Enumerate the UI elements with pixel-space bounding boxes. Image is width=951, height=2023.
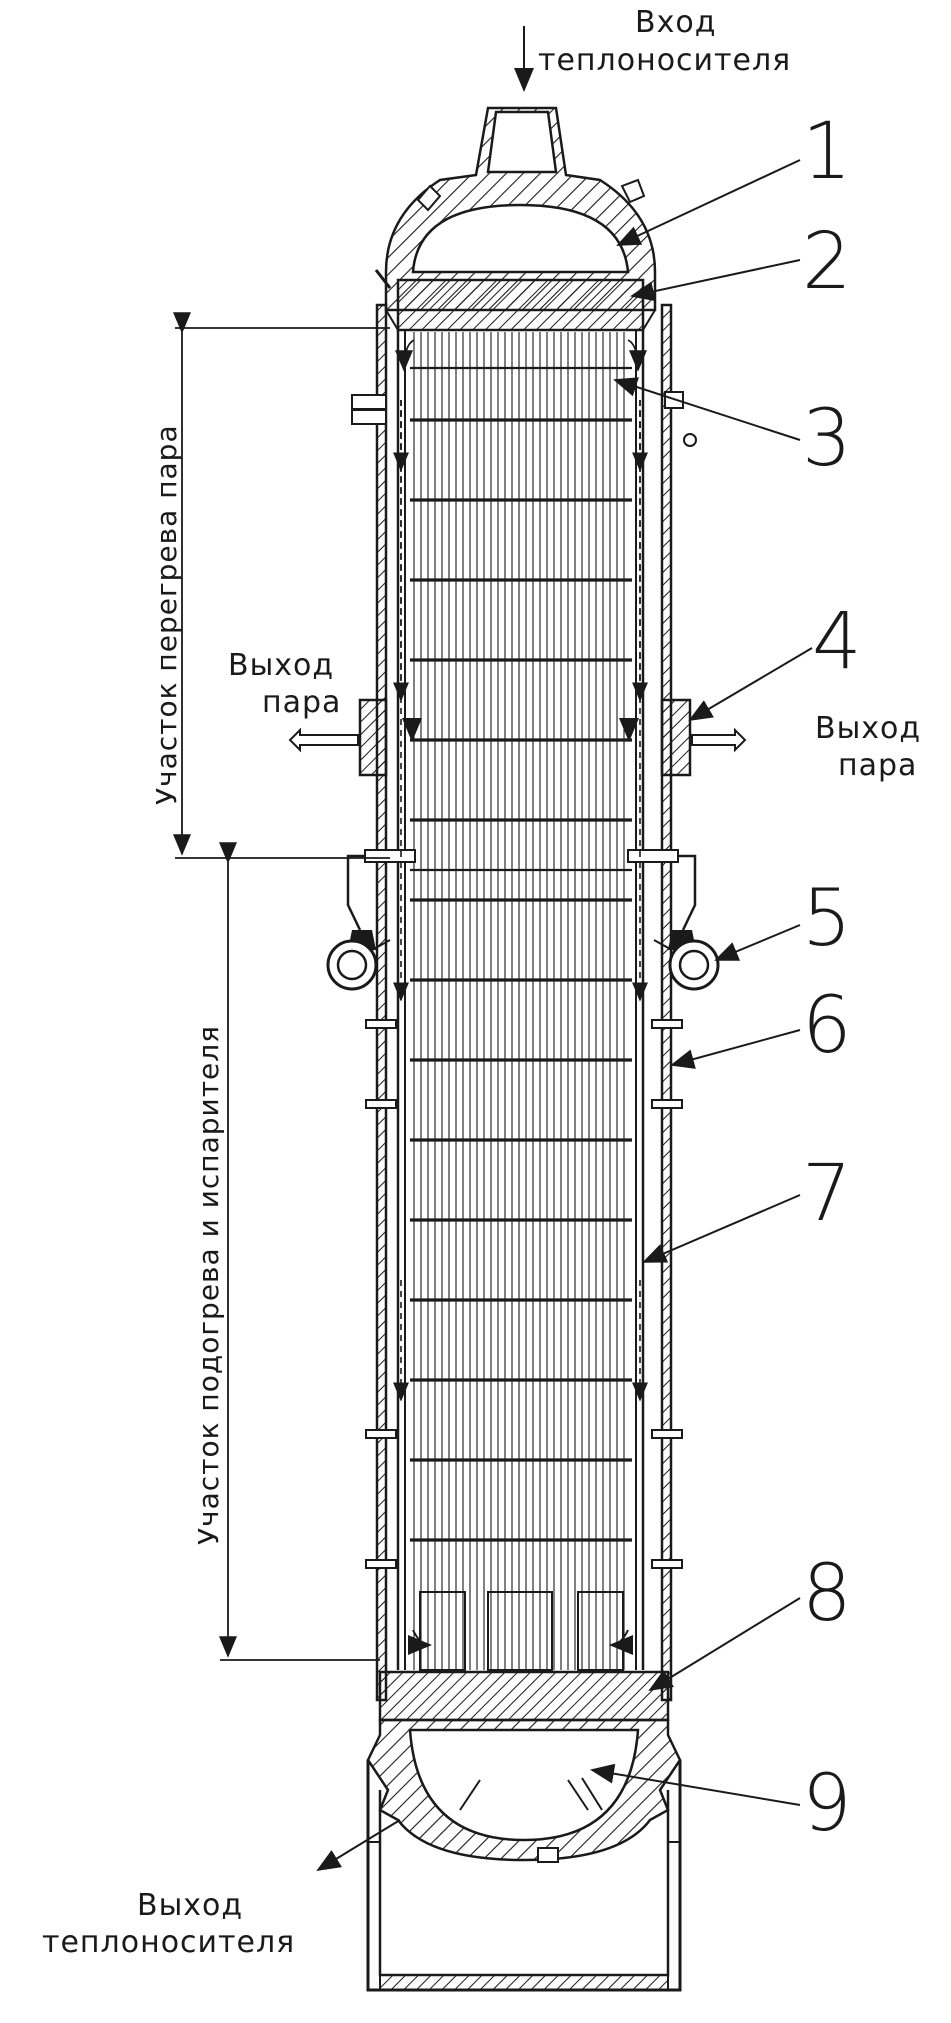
callout-leaders — [590, 159, 813, 1806]
steam-out-right-line2: пара — [838, 748, 917, 783]
shell-clip — [651, 1099, 683, 1109]
upper-tube-sheet — [396, 278, 645, 332]
flow-arrows — [393, 339, 648, 1402]
shell-clip — [683, 433, 697, 447]
shell-clip — [351, 409, 387, 425]
zone-dimensions — [173, 312, 390, 1661]
shell-clip — [365, 1559, 397, 1569]
shell-clip — [351, 394, 387, 410]
zone-evaporator-label: Участок подогрева и испарителя — [192, 1025, 225, 1545]
steam-out-left-line2: пара — [262, 685, 341, 720]
io-arrows — [316, 26, 534, 1872]
inlet-label-line2: теплоносителя — [538, 43, 791, 78]
callout-3: 3 — [802, 394, 852, 484]
callout-1: 1 — [802, 107, 852, 197]
callout-6: 6 — [802, 981, 852, 1071]
support-skirt — [366, 1760, 682, 1992]
shell-clip — [365, 1019, 397, 1029]
callout-5: 5 — [802, 874, 852, 964]
shell-clips — [351, 391, 697, 1569]
tube-bundle — [413, 332, 625, 1670]
outlet-label-line2: теплоносителя — [42, 1925, 295, 1960]
inlet-label-line1: Вход — [635, 5, 716, 40]
shell-clip — [651, 1019, 683, 1029]
feedwater-collectors — [326, 849, 720, 991]
flow-arrow — [627, 339, 647, 372]
bottom-header — [366, 1718, 682, 1863]
callout-2: 2 — [802, 217, 852, 307]
baffle-plates — [410, 366, 632, 1542]
outlet-label-line1: Выход — [137, 1888, 243, 1923]
shell-clip — [651, 1429, 683, 1439]
lower-tube-sheet — [378, 1591, 670, 1722]
steam-out-left-line1: Выход — [228, 648, 334, 683]
flow-arrow — [395, 339, 415, 372]
callout-8: 8 — [802, 1549, 852, 1639]
callout-7: 7 — [802, 1149, 852, 1239]
top-header — [374, 106, 657, 312]
shell-clip — [365, 1429, 397, 1439]
zone-superheat-label: Участок перегрева пара — [150, 424, 183, 805]
shell-clip — [365, 1099, 397, 1109]
callout-9: 9 — [802, 1759, 852, 1849]
steam-out-right-line1: Выход — [815, 711, 921, 746]
callout-4: 4 — [812, 597, 862, 687]
steam-outlet-nozzles — [288, 698, 747, 777]
shell-clip — [651, 1559, 683, 1569]
